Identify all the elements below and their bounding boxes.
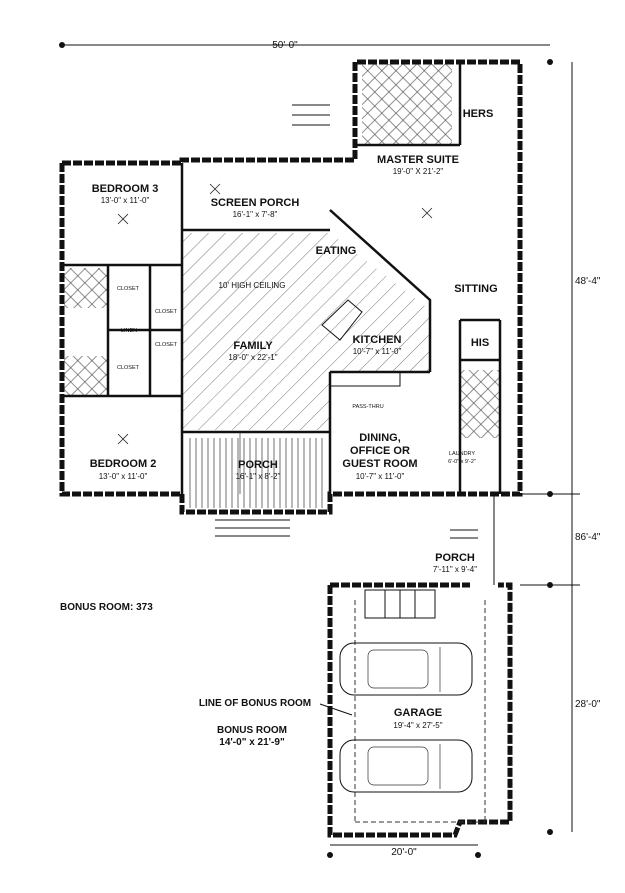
bath-tile-top [64, 268, 108, 308]
ceiling-fan-icons [117, 183, 433, 445]
interior-walls [62, 62, 502, 494]
room-hers: HERS [463, 108, 494, 120]
room-bedroom-2: BEDROOM 2 [90, 458, 157, 470]
line-of-bonus-room: LINE OF BONUS ROOM [199, 698, 311, 709]
room-front-porch-size: 7'-11" x 9'-4" [433, 565, 477, 574]
garage-lines [319, 600, 486, 823]
closet-label-a: CLOSET [117, 286, 140, 292]
dim-total-depth: 86'-4" [575, 532, 601, 543]
garage-car-top [339, 642, 473, 696]
room-rear-porch-size: 16'-1" x 8'-2" [236, 472, 281, 481]
kitchen-fixtures [239, 299, 401, 494]
dim-house-depth: 48'-4" [575, 276, 601, 287]
closet-label-b: CLOSET [155, 309, 178, 315]
laundry-tile [460, 370, 500, 438]
room-sitting: SITTING [454, 283, 497, 295]
dimension-lines [62, 44, 580, 846]
closet-label-c: CLOSET [155, 342, 178, 348]
dim-garage-depth: 28'-0" [575, 699, 601, 710]
pass-thru-label: PASS-THRU [352, 404, 383, 410]
room-his: HIS [471, 337, 489, 349]
room-front-porch: PORCH [435, 552, 475, 564]
room-family-size: 18'-0" x 22'-1" [228, 353, 277, 362]
room-garage: GARAGE [394, 707, 442, 719]
room-master-suite-size: 19'-0" X 21'-2" [393, 167, 444, 176]
room-dining-line3: GUEST ROOM [342, 458, 417, 470]
garage-car-bottom [339, 739, 473, 793]
room-kitchen-size: 10'-7" x 11'-0" [353, 347, 402, 356]
ceiling-note: 10' HIGH CEILING [219, 281, 286, 290]
room-screen-porch: SCREEN PORCH [211, 197, 300, 209]
room-garage-size: 19'-4" x 27'-5" [393, 721, 442, 730]
laundry-label: LAUNDRY [449, 451, 476, 457]
room-dining: DINING, [359, 432, 401, 444]
room-eating: EATING [316, 245, 357, 257]
linen-label: LINEN [121, 328, 137, 334]
steps [215, 104, 478, 619]
closet-label-d: CLOSET [117, 365, 140, 371]
bonus-room-label: BONUS ROOM [217, 725, 287, 736]
exterior-walls [59, 59, 523, 838]
dim-garage-width: 20'-0" [391, 847, 417, 858]
laundry-size: 6'-0" x 9'-2" [448, 459, 476, 465]
bonus-room-total: BONUS ROOM: 373 [60, 602, 153, 613]
room-master-suite: MASTER SUITE [377, 154, 459, 166]
room-dining-size: 10'-7" x 11'-0" [356, 472, 405, 481]
room-kitchen: KITCHEN [353, 334, 402, 346]
room-screen-porch-size: 16'-1" x 7'-8" [233, 210, 278, 219]
dim-top-width: 50'-0" [272, 40, 298, 51]
room-family: FAMILY [233, 340, 273, 352]
room-bedroom-3: BEDROOM 3 [92, 183, 159, 195]
porch-deck [189, 438, 323, 508]
room-bedroom-2-size: 13'-0" x 11'-0" [99, 472, 148, 481]
master-bath-tile [362, 64, 452, 144]
family-hatch [182, 233, 430, 430]
room-bedroom-3-size: 13'-0" x 11'-0" [101, 196, 150, 205]
room-dining-line2: OFFICE OR [350, 445, 410, 457]
bonus-room-size: 14'-0" x 21'-9" [219, 737, 285, 748]
bath-tile-bottom [64, 356, 108, 396]
room-rear-porch: PORCH [238, 459, 278, 471]
